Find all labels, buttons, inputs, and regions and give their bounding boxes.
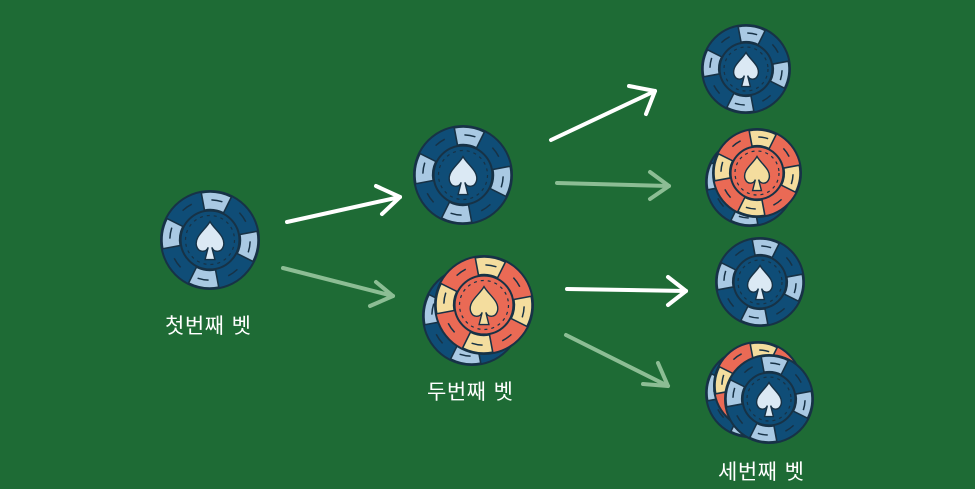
arrow-win-2b-head <box>666 275 688 307</box>
chip-second-bet-win <box>413 125 513 225</box>
arrow-lose-2a <box>555 181 671 188</box>
arrow-lose-1-head <box>368 280 395 308</box>
arrows <box>281 84 688 388</box>
arrow-win-2b <box>565 287 688 293</box>
chip-second-bet-stack-front <box>434 255 534 355</box>
chips <box>160 24 814 444</box>
chip-first-bet <box>160 190 260 290</box>
arrow-lose-1 <box>281 266 395 298</box>
arrow-win-2a <box>549 89 657 142</box>
spade-icon <box>743 155 771 192</box>
arrow-win-1 <box>285 195 402 224</box>
label-third-bet: 세번째 벳 <box>718 460 805 484</box>
spade-icon <box>732 51 760 88</box>
arrow-win-2a-head <box>627 84 657 116</box>
spade-icon <box>469 285 499 326</box>
spade-icon <box>195 220 225 261</box>
arrow-lose-2a-head <box>648 170 671 201</box>
spade-icon <box>755 381 783 418</box>
chip-third-bet-1 <box>701 24 791 114</box>
chip-third-bet-3 <box>715 237 805 327</box>
arrow-lose-2b <box>564 333 670 388</box>
chip-third-bet-2-front <box>712 128 802 218</box>
spade-icon <box>746 264 774 301</box>
label-second-bet: 두번째 벳 <box>427 380 514 404</box>
arrow-win-1-head <box>374 184 402 216</box>
chip-third-bet-4-front <box>724 354 814 444</box>
spade-icon <box>448 155 478 196</box>
label-first-bet: 첫번째 벳 <box>165 314 252 338</box>
arrow-lose-2b-head <box>641 361 670 388</box>
